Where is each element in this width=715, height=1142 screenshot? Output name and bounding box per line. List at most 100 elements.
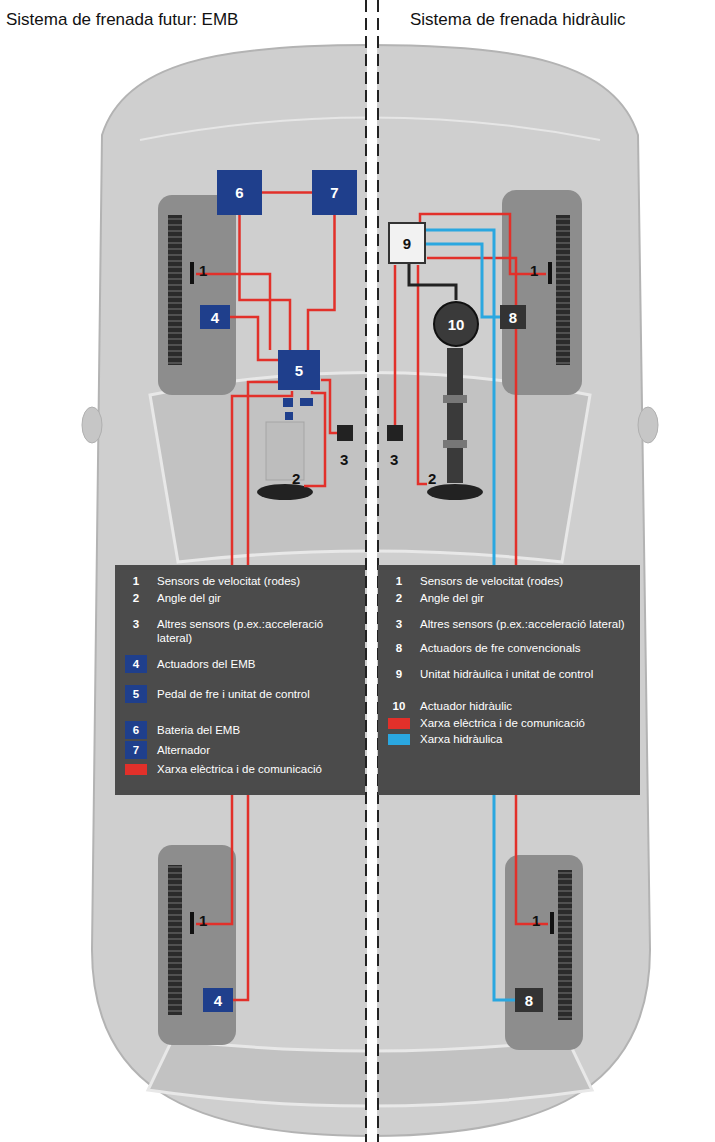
control-unit-box: 5 [278, 350, 320, 390]
callout-number: 8 [509, 309, 517, 326]
brake-actuator: 8 [515, 988, 543, 1012]
legend-swatch [388, 718, 410, 729]
item-description: Angle del gir [420, 591, 484, 605]
legend-panel: 1 Sensors de velocitat (rodes) 2 Angle del … [115, 565, 365, 795]
callout-number: 1 [532, 912, 540, 929]
item-number: 8 [388, 641, 410, 655]
speed-sensor [190, 262, 194, 284]
item-description: Alternador [157, 741, 210, 757]
divider-ground [367, 0, 377, 1142]
battery-box: 6 [217, 170, 262, 215]
wire [321, 380, 337, 433]
item-number: 1 [125, 574, 147, 588]
callout-number: 2 [428, 470, 436, 487]
speed-sensor [190, 912, 194, 934]
item-description: Sensors de velocitat (rodes) [157, 574, 300, 588]
legend-row: Xarxa elèctrica i de comunicació [388, 716, 585, 730]
divider-dash [365, 0, 367, 1142]
actuator-rod-ring [443, 440, 467, 448]
item-description: Bateria del EMB [157, 721, 240, 737]
item-description: Actuadors de fre convencionals [420, 641, 580, 655]
hydraulic-actuator-circle: 10 [432, 300, 480, 348]
callout-number: 10 [448, 316, 465, 333]
legend-swatch [388, 734, 410, 745]
emb-actuator: 4 [200, 305, 230, 329]
legend-row: 2 Angle del gir [125, 591, 355, 605]
section-title: Sistema de frenada hidràulic [410, 10, 625, 30]
callout-number: 3 [340, 451, 348, 468]
item-number: 10 [388, 699, 410, 713]
item-number: 5 [125, 685, 147, 703]
brake-disc [168, 215, 182, 365]
connector-line [308, 215, 335, 350]
item-number: 6 [125, 721, 147, 739]
legend-row: 5Pedal de fre i unitat de control [125, 685, 355, 703]
item-number: 3 [388, 617, 410, 631]
actuator-rod-ring [443, 395, 467, 403]
legend-swatch [125, 764, 147, 775]
speed-sensor [548, 262, 552, 284]
connector-line [240, 215, 291, 350]
brake-actuator: 8 [500, 305, 526, 329]
connector-line [262, 191, 312, 194]
item-number: 7 [125, 741, 147, 759]
item-number: 3 [125, 617, 147, 631]
callout-number: 1 [530, 262, 538, 279]
item-number: 2 [125, 591, 147, 605]
wire [304, 391, 325, 486]
wire [394, 265, 397, 425]
item-description: Sensors de velocitat (rodes) [420, 574, 563, 588]
wheel [502, 190, 582, 395]
legend-text: Xarxa elèctrica i de comunicació [157, 762, 322, 776]
diagram-title: Sistema de frenada futur: EMB [6, 10, 238, 30]
callout-number: 4 [211, 309, 219, 326]
item-description: Altres sensors (p.ex.:acceleració latera… [157, 617, 345, 645]
sensor-box [387, 425, 403, 441]
callout-number: 3 [390, 451, 398, 468]
legend-row: 6 Bateria del EMB [125, 721, 355, 739]
pedal-part [285, 412, 293, 420]
legend-row: 3Altres sensors (p.ex.:acceleració later… [388, 617, 630, 631]
legend-row: 1 Sensors de velocitat (rodes) [125, 574, 355, 588]
hydraulic-unit-box: 9 [388, 222, 426, 264]
callout-number: 6 [235, 184, 243, 201]
legend-text: Xarxa hidràulica [420, 732, 502, 746]
brake-disc [556, 215, 570, 365]
legend-row: 2 Angle del gir [388, 591, 630, 605]
emb-actuator: 4 [203, 988, 233, 1012]
item-number: 4 [125, 655, 147, 673]
brake-disc [168, 865, 182, 1015]
legend-row: 3 Altres sensors (p.ex.:acceleració later… [125, 617, 355, 645]
callout-number: 7 [330, 184, 338, 201]
callout-number: 2 [292, 470, 300, 487]
alternator-box: 7 [312, 170, 357, 215]
legend-row: Xarxa hidràulica [388, 732, 502, 746]
speed-sensor [550, 912, 554, 934]
item-number: 9 [388, 667, 410, 681]
item-description: Unitat hidràulica i unitat de control [420, 667, 593, 681]
legend-row: 10 Actuador hidràulic [388, 699, 630, 713]
pedal-part [300, 398, 313, 406]
item-number: 2 [388, 591, 410, 605]
wire [418, 265, 427, 484]
callout-number: 1 [199, 262, 207, 279]
legend-row: 8 Actuadors de fre convencionals [388, 641, 630, 655]
legend-text: Xarxa elèctrica i de comunicació [420, 716, 585, 730]
actuator-rod [447, 348, 463, 483]
callout-number: 1 [199, 912, 207, 929]
connector-line [230, 317, 278, 360]
item-description: Actuadors del EMB [157, 655, 255, 671]
item-description: Angle del gir [157, 591, 221, 605]
callout-number: 8 [525, 992, 533, 1009]
item-number: 1 [388, 574, 410, 588]
brake-disc [558, 870, 572, 1020]
callout-number: 4 [214, 992, 222, 1009]
connector-line [409, 264, 456, 300]
callout-number: 9 [403, 235, 411, 252]
item-description: Actuador hidràulic [420, 699, 512, 713]
legend-row: Xarxa elèctrica i de comunicació [125, 762, 322, 776]
pedal-part [283, 398, 293, 407]
legend-row: 7 Alternador [125, 741, 355, 759]
